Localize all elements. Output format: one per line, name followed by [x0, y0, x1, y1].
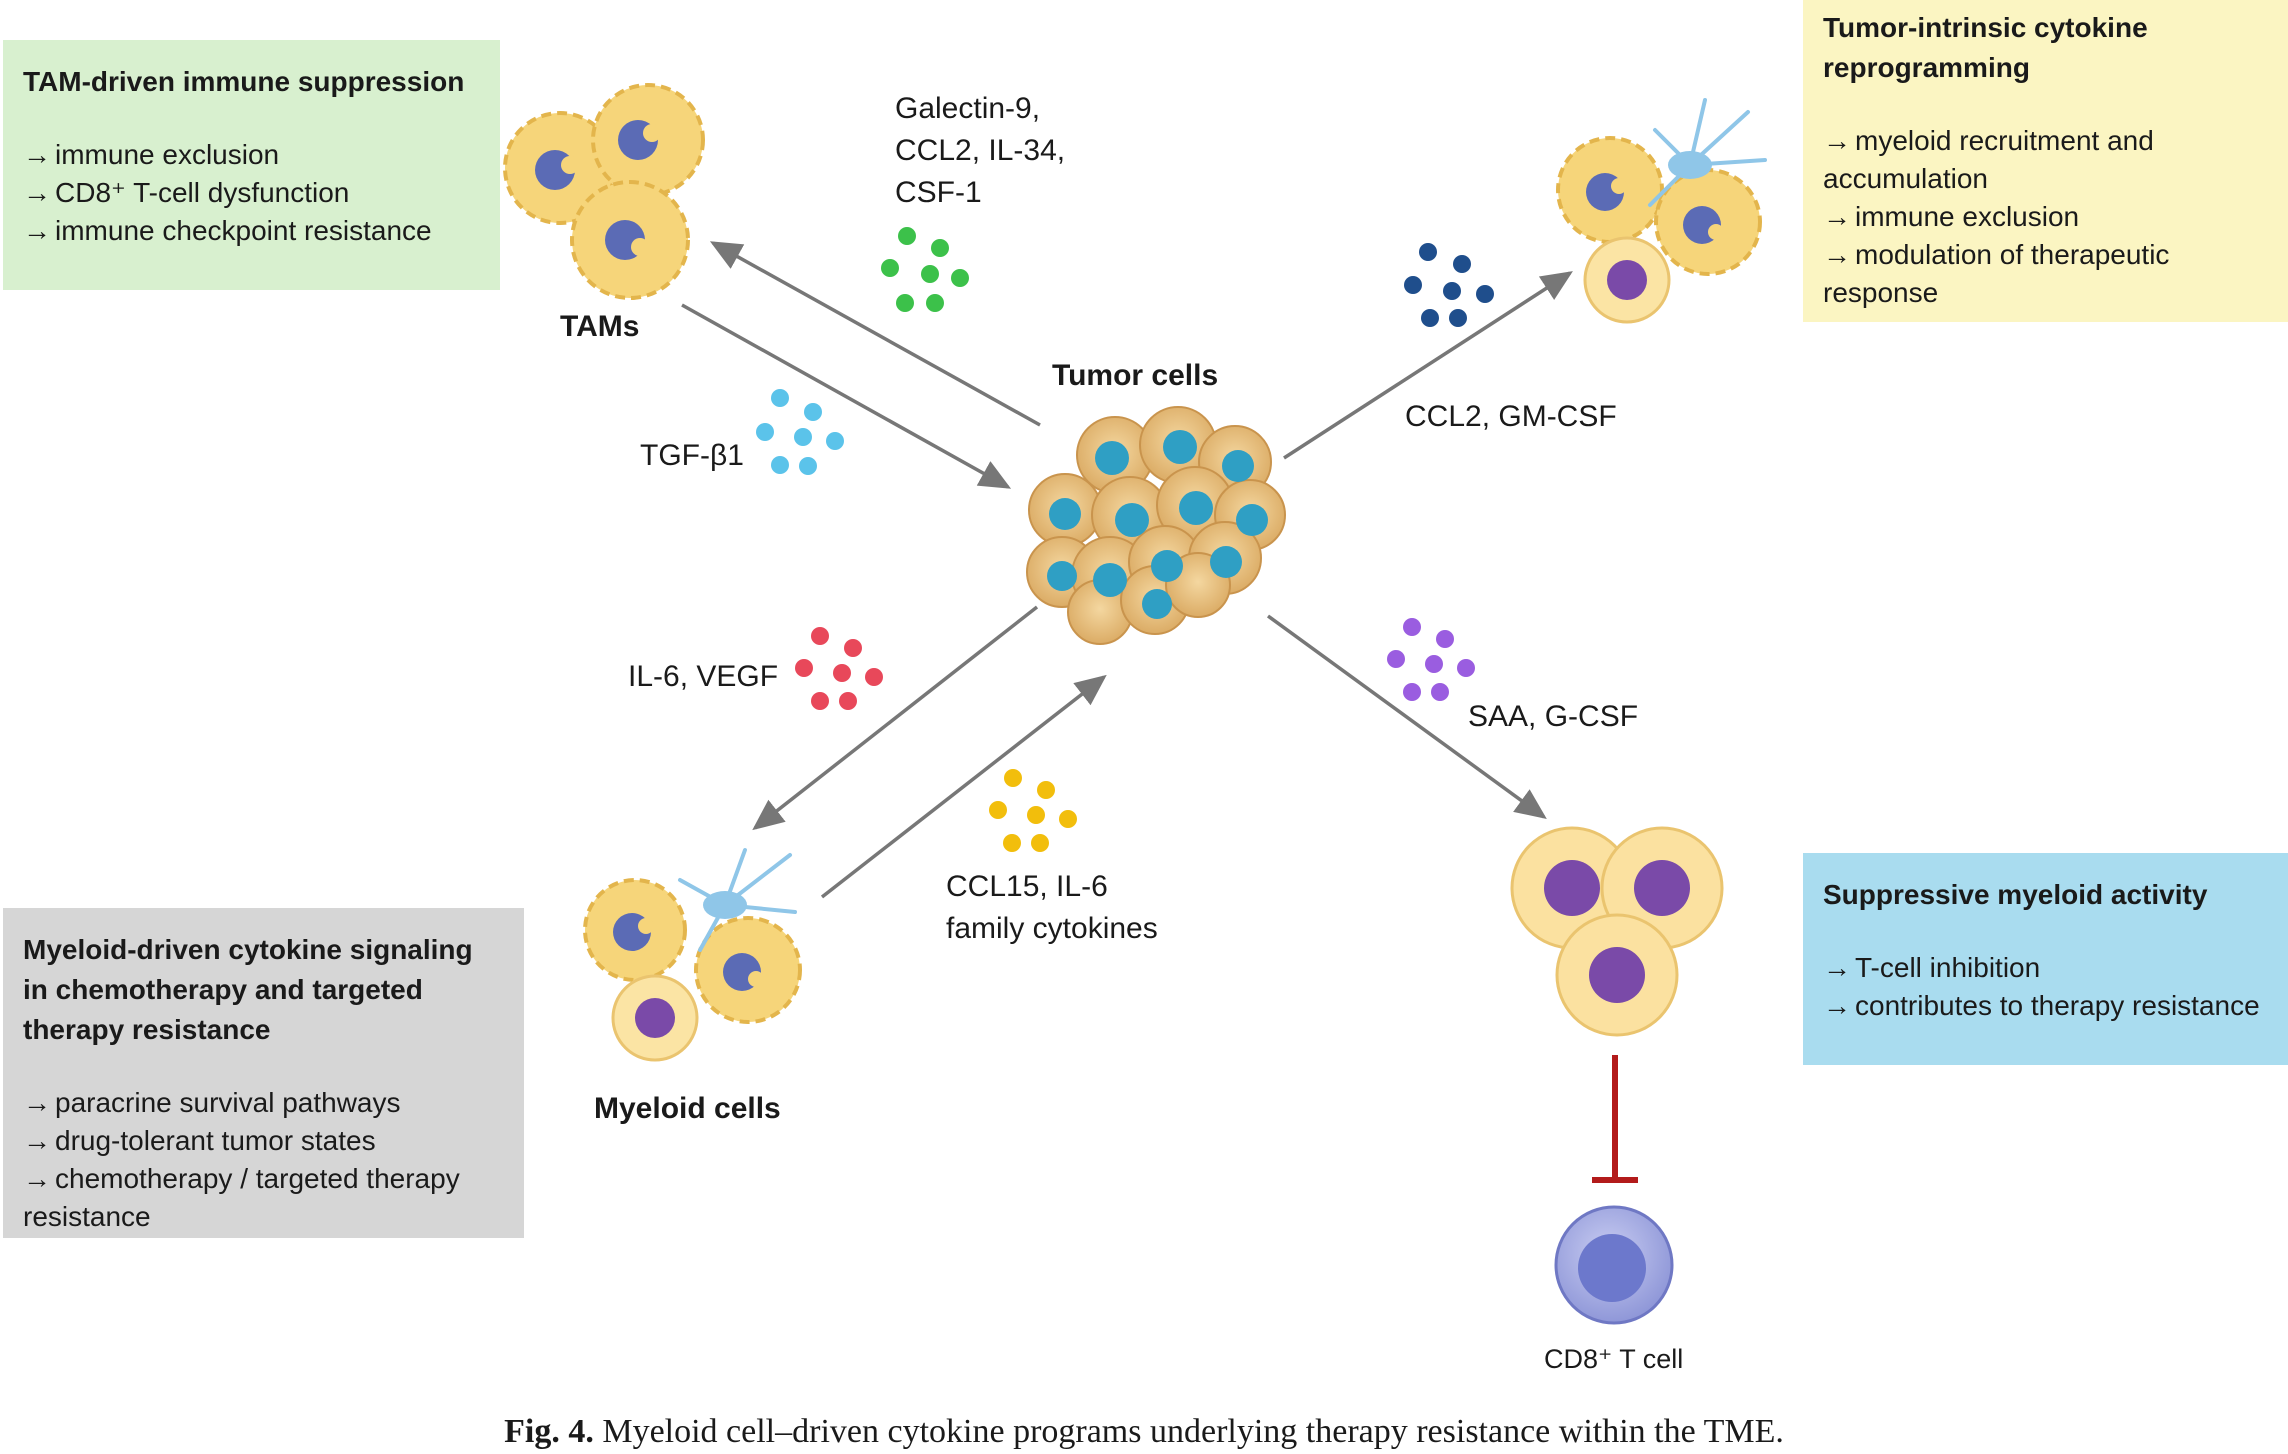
tumor-cells-icon	[1026, 406, 1286, 645]
list-item: immune exclusion	[1823, 198, 2268, 236]
list-item: immune checkpoint resistance	[23, 212, 480, 250]
ccl2-gmcsf-cytokine-dots	[1404, 243, 1494, 327]
tams-icon	[503, 83, 705, 300]
list-item: chemotherapy / targeted therapy resistan…	[23, 1160, 504, 1236]
tgf-cytokine-label: TGF-β1	[640, 439, 744, 472]
myeloid-cells-icon	[583, 848, 802, 1062]
myeloid-recruitment-icon	[1556, 98, 1767, 324]
il6-vegf-cytokine-label: IL-6, VEGF	[628, 660, 779, 693]
list-item: myeloid recruitment and accumulation	[1823, 122, 2268, 198]
list-item: T-cell inhibition	[1823, 949, 2268, 987]
galectin-cytokine-label: Galectin-9, CCL2, IL-34, CSF-1	[895, 88, 1065, 214]
galectin-cytokine-dots	[881, 227, 969, 312]
ccl15-cytokine-dots	[989, 769, 1077, 852]
caption-text: Myeloid cell–driven cytokine programs un…	[602, 1413, 1784, 1450]
box-list: immune exclusion CD8⁺ T-cell dysfunction…	[23, 136, 480, 250]
figure-caption: Fig. 4. Myeloid cell–driven cytokine pro…	[0, 1412, 2288, 1452]
box-list: myeloid recruitment and accumulation imm…	[1823, 122, 2268, 312]
cd8-t-cell-label: CD8⁺ T cell	[1544, 1344, 1684, 1374]
list-item: CD8⁺ T-cell dysfunction	[23, 174, 480, 212]
list-item: paracrine survival pathways	[23, 1084, 504, 1122]
galectin-line-3: CSF-1	[895, 176, 982, 209]
box-title: Suppressive myeloid activity	[1823, 879, 2208, 910]
myeloid-cells-label: Myeloid cells	[594, 1092, 781, 1125]
tgf-cytokine-dots	[756, 389, 844, 475]
ccl15-line-1: CCL15, IL-6	[946, 870, 1108, 903]
list-item: immune exclusion	[23, 136, 480, 174]
list-item: contributes to therapy resistance	[1823, 987, 2268, 1025]
galectin-line-2: CCL2, IL-34,	[895, 134, 1066, 167]
box-list: paracrine survival pathways drug-toleran…	[23, 1084, 504, 1236]
galectin-line-1: Galectin-9,	[895, 92, 1041, 125]
list-item: modulation of therapeutic response	[1823, 236, 2268, 312]
arrow-tumor-to-suppressive-myeloid	[1266, 614, 1547, 820]
cd8-t-cell-icon	[1554, 1205, 1674, 1325]
saa-gcsf-cytokine-dots	[1387, 618, 1475, 701]
ccl15-cytokine-label: CCL15, IL-6 family cytokines	[946, 866, 1158, 950]
box-title: TAM-driven immune suppression	[23, 66, 465, 97]
arrow-tumor-to-tumor-intrinsic	[1283, 271, 1573, 460]
inhibition-symbol	[1592, 1055, 1638, 1183]
myeloid-driven-resistance-box: Myeloid-driven cytokine signaling in che…	[3, 908, 524, 1238]
ccl15-line-2: family cytokines	[946, 912, 1158, 945]
arrow-myeloid-to-tumor	[820, 674, 1107, 899]
arrow-tams-to-tumor	[681, 303, 1012, 489]
tam-immune-suppression-box: TAM-driven immune suppression immune exc…	[3, 40, 500, 290]
box-list: T-cell inhibition contributes to therapy…	[1823, 949, 2268, 1025]
box-title: Myeloid-driven cytokine signaling in che…	[23, 934, 473, 1045]
box-title: Tumor-intrinsic cytokine reprogramming	[1823, 12, 2148, 83]
tams-label: TAMs	[560, 310, 640, 343]
suppressive-myeloid-activity-box: Suppressive myeloid activity T-cell inhi…	[1803, 853, 2288, 1065]
arrow-tumor-to-tams	[709, 241, 1041, 427]
ccl2-gmcsf-cytokine-label: CCL2, GM-CSF	[1405, 400, 1617, 433]
tumor-cells-label: Tumor cells	[1052, 359, 1219, 392]
caption-label: Fig. 4.	[504, 1413, 594, 1450]
arrow-tumor-to-myeloid	[752, 605, 1039, 831]
arrows	[681, 241, 1573, 899]
tumor-intrinsic-reprogramming-box: Tumor-intrinsic cytokine reprogramming m…	[1803, 0, 2288, 322]
list-item: drug-tolerant tumor states	[23, 1122, 504, 1160]
il6-vegf-cytokine-dots	[795, 627, 883, 710]
saa-gcsf-cytokine-label: SAA, G-CSF	[1468, 700, 1639, 733]
suppressive-myeloid-cells-icon	[1510, 826, 1724, 1037]
